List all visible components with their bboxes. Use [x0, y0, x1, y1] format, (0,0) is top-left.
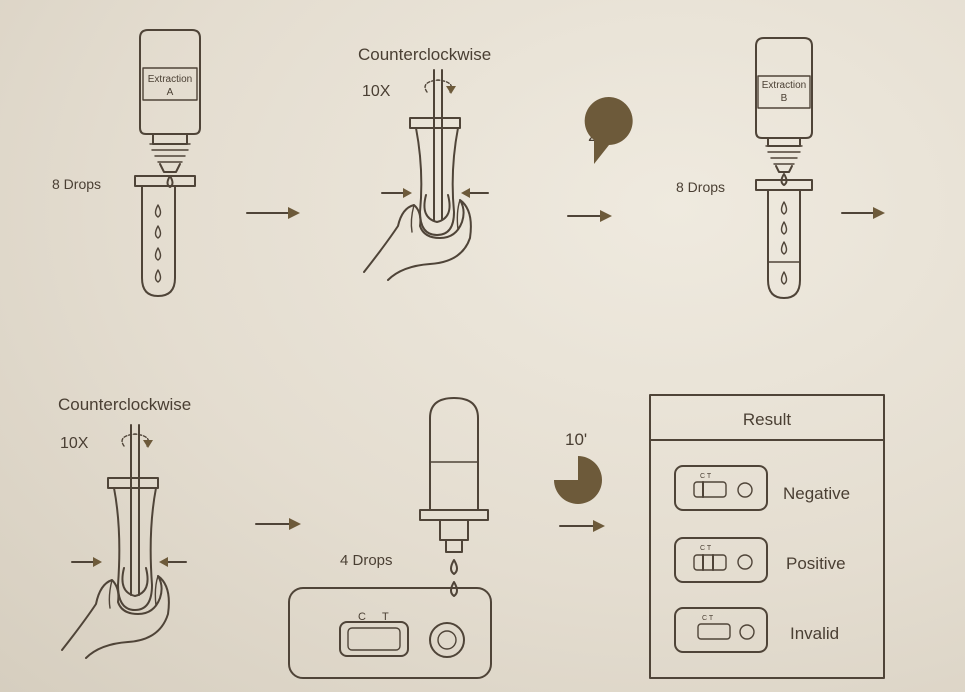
squeeze-arrows-icon	[381, 188, 489, 198]
step4-direction-label: Counterclockwise	[58, 395, 191, 414]
drop-icon	[450, 559, 458, 597]
swab-icon	[433, 69, 443, 221]
result-panel-title: Result	[743, 410, 791, 429]
tube-icon	[134, 175, 196, 297]
result-positive-label: Positive	[786, 554, 846, 573]
step5-apply-sample: 4 Drops C T	[288, 397, 492, 679]
step2-direction-label: Counterclockwise	[358, 45, 491, 64]
result-row-positive: C T Positive	[674, 537, 846, 583]
extraction-b-letter: B	[781, 93, 788, 104]
rotate-counterclockwise-icon	[424, 79, 456, 94]
cassette-c-marker: C	[358, 611, 366, 623]
extraction-tube-icon	[107, 477, 159, 611]
timer2-label: 10'	[565, 430, 587, 449]
arrow-icon	[255, 518, 301, 530]
mini-ct-label: C T	[700, 545, 712, 552]
result-row-invalid: C T Invalid	[674, 607, 839, 653]
step4-count-label: 10X	[60, 435, 89, 452]
hand-icon	[363, 199, 472, 281]
squeeze-arrows-icon	[71, 557, 187, 567]
step5-drops-label: 4 Drops	[340, 552, 393, 569]
test-cassette-icon	[288, 587, 492, 679]
swab-icon	[130, 424, 140, 596]
step3-extraction-b: Extraction B 8 Drops	[676, 37, 813, 299]
arrow-icon	[841, 207, 885, 219]
hand-icon	[61, 575, 170, 659]
step4-swab-rotate: Counterclockwise 10X	[58, 395, 191, 659]
extraction-tube-icon	[409, 117, 461, 236]
extraction-a-bottle-icon	[139, 29, 201, 173]
arrow-icon	[559, 520, 605, 532]
timer-icon	[584, 97, 633, 164]
result-row-negative: C T Negative	[674, 465, 850, 511]
tube-icon	[755, 179, 813, 299]
timer-icon	[554, 456, 602, 504]
result-panel: Result C T Negative C T Positive C T	[649, 394, 885, 679]
step1-extraction-a: Extraction A 8 Drops	[52, 29, 201, 297]
mini-ct-label: C T	[702, 615, 714, 622]
result-invalid-label: Invalid	[790, 624, 839, 643]
arrow-icon	[246, 207, 300, 219]
arrow-icon	[567, 210, 612, 222]
step3-drops-label: 8 Drops	[676, 179, 725, 195]
extraction-a-label: Extraction	[148, 74, 192, 85]
extraction-b-label: Extraction	[762, 80, 806, 91]
dropper-tube-icon	[419, 397, 489, 553]
step2-swab-rotate: Counterclockwise 10X	[358, 45, 491, 281]
rotate-counterclockwise-icon	[121, 433, 153, 448]
step1-drops-label: 8 Drops	[52, 176, 101, 192]
result-negative-label: Negative	[783, 484, 850, 503]
drop-icon	[780, 173, 788, 186]
timer-2-min: 2'	[584, 97, 633, 164]
extraction-b-bottle-icon	[755, 37, 813, 173]
timer-10-min: 10'	[554, 430, 602, 504]
mini-ct-label: C T	[700, 473, 712, 480]
extraction-a-letter: A	[167, 87, 174, 98]
cassette-t-marker: T	[382, 611, 389, 623]
step2-count-label: 10X	[362, 83, 391, 100]
